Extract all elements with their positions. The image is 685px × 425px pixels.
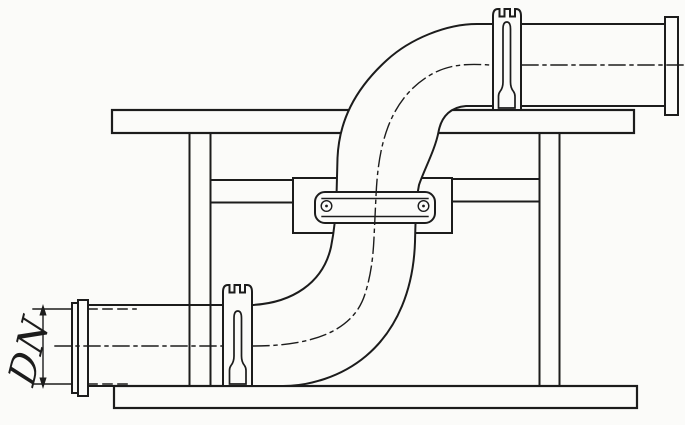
flange-left [71, 299, 89, 397]
pipe-s-bend-body [239, 23, 673, 387]
clamp-slot [497, 21, 516, 109]
arrowhead-up-icon [39, 304, 47, 316]
clamp-body [492, 8, 522, 111]
plate-screw-left [320, 199, 333, 212]
frame-middle-rail-right [451, 178, 540, 203]
frame-middle-rail-left [210, 179, 294, 204]
dn-dimension: DN [1, 304, 73, 393]
arrowhead-down-icon [39, 377, 47, 389]
dn-label: DN [1, 310, 59, 393]
flange-right [664, 16, 679, 116]
plate-screw-right [417, 199, 430, 212]
clamp-slot [228, 310, 247, 385]
ink-layer: DN [1, 8, 684, 410]
frame-right-leg [538, 132, 561, 387]
pipe-clamp-top [492, 8, 522, 111]
support-frame [110, 108, 639, 410]
frame-left-leg [188, 132, 212, 387]
pipe-centerlines [54, 63, 684, 347]
clamp-body [222, 284, 253, 387]
centerline-s-curve [252, 63, 491, 347]
flange-ring-back [77, 299, 89, 397]
frame-bottom-rail [112, 384, 639, 410]
pipe-clamp-bottom [222, 284, 253, 387]
